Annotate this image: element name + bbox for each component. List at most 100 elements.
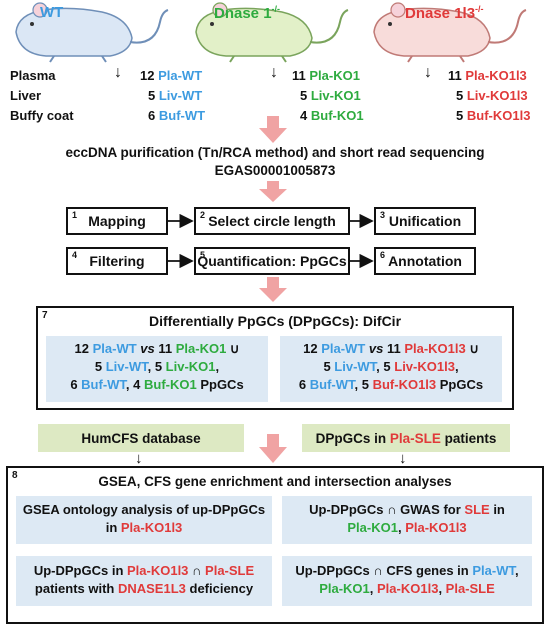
t: , [369,581,378,596]
step-number: 6 [380,250,386,260]
pink-down-arrow-icon [259,277,287,302]
t: Pla-KO1 [347,520,398,535]
step-unification: 3 Unification [374,207,476,235]
section-7-number: 7 [42,310,48,321]
t: , [397,520,406,535]
ko1-liver-count: 5 Liv-KO1 [300,88,361,103]
t: , 5 [354,377,373,392]
ko1-buffy-count: 4 Buf-KO1 [300,108,364,123]
ko1-liver-n: 5 [300,88,308,103]
ko1l3-buffy-name: Buf-KO1l3 [466,108,531,123]
pink-down-arrow-icon [259,434,287,463]
group-title-wt: WT [40,4,64,21]
panel-ko1-line3: 6 Buf-WT, 4 Buf-KO1 PpGCs [46,376,268,394]
wt-buffy-n: 6 [148,108,156,123]
t: , [215,359,220,374]
ko1-mouse-icon [195,2,349,63]
gsea-line1: GSEA ontology analysis of up-DPpGCs [22,502,266,517]
t: Pla-WT [472,563,515,578]
step-connectors [168,213,374,269]
gwas-line1: Up-DPpGCs ∩ GWAS for SLE in [282,501,532,519]
step-label: Quantification: PpGCs [197,253,347,269]
t: Pla-KO1l3 [377,581,439,596]
ko1-buffy-n: 4 [300,108,308,123]
group-title-ko1: Dnase 1-/- [214,4,280,22]
down-arrow-icon: ↓ [114,64,122,81]
step-number: 1 [72,210,78,220]
t: , 4 [125,377,144,392]
tissue-plasma: Plasma [10,68,56,83]
t: Liv-KO1l3 [394,359,455,374]
pink-down-arrow-icon [259,181,287,202]
t: ∪ [465,341,479,356]
section-8-title: GSEA, CFS gene enrichment and intersecti… [98,474,452,489]
step-label: Unification [388,213,462,229]
ko1-liver-name: Liv-KO1 [310,88,361,103]
t: Buf-WT [81,377,126,392]
t: Pla-KO1l3 [404,341,466,356]
section-7-title: Differentially PpGCs (DPpGCs): DifCir [148,313,402,329]
gsea-panel: GSEA ontology analysis of up-DPpGCs in P… [16,496,272,544]
panel-ko1l3-line1: 12 Pla-WT vs 11 Pla-KO1l3 ∪ [280,340,502,358]
t: , [438,581,446,596]
down-arrow-icon: ↓ [135,450,143,467]
t: 6 [298,377,310,392]
t: Pla-KO1l3 [120,520,183,535]
t: 11 [386,341,405,356]
t: Pla-WT [321,341,366,356]
ko1l3-liver-count: 5 Liv-KO1l3 [456,88,528,103]
cfs-line1: Up-DPpGCs ∩ CFS genes in Pla-WT, [282,562,532,580]
ko1-buffy-name: Buf-KO1 [310,108,364,123]
step-number: 3 [380,210,386,220]
ko1l3-mouse-icon [373,2,527,63]
accession-id: EGAS00001005873 [214,163,336,178]
pink-down-arrow-icon [259,116,287,143]
t: vs [136,341,159,356]
step-mapping: 1 Mapping [66,207,168,235]
t: 6 [70,377,82,392]
t: 12 [303,341,322,356]
t: Pla-KO1 [175,341,227,356]
wt-plasma-name: Pla-WT [158,68,203,83]
section-7-box: 7 Differentially PpGCs (DPpGCs): DifCir … [36,306,514,410]
ko1l3-liver-name: Liv-KO1l3 [466,88,528,103]
t: Liv-WT [334,359,377,374]
cfs-line2: Pla-KO1, Pla-KO1l3, Pla-SLE [282,580,532,598]
step-label: Select circle length [208,213,336,229]
step-annotation: 6 Annotation [374,247,476,275]
difcir-panel-ko1: 12 Pla-WT vs 11 Pla-KO1 ∪ 5 Liv-WT, 5 Li… [46,336,268,402]
t: DPpGCs in [315,430,387,446]
t: Up-DPpGCs ∩ GWAS for [309,502,465,517]
step-select-circle-length: 2 Select circle length [194,207,350,235]
t: Buf-KO1 [144,377,197,392]
wt-liver-name: Liv-WT [158,88,203,103]
t: Liv-KO1 [165,359,216,374]
down-arrow-icon: ↓ [424,64,432,81]
t: Buf-KO1l3 [372,377,437,392]
t: DNASE1L3 [117,581,186,596]
ko1l3-plasma-n: 11 [448,68,462,83]
t: , 5 [376,359,395,374]
panel-ko1l3-line3: 6 Buf-WT, 5 Buf-KO1l3 PpGCs [280,376,502,394]
t: deficiency [185,581,254,596]
difcir-panel-ko1l3: 12 Pla-WT vs 11 Pla-KO1l3 ∪ 5 Liv-WT, 5 … [280,336,502,402]
section-8-number: 8 [12,470,18,481]
step-filtering: 4 Filtering [66,247,168,275]
t: patients [444,430,497,446]
t: Liv-WT [105,359,148,374]
wt-mouse-icon [15,2,169,63]
step-number: 5 [200,250,206,260]
ko1l3-plasma-name: Pla-KO1l3 [465,68,527,83]
t: , [514,563,519,578]
ko1l3-plasma-count: 11 Pla-KO1l3 [448,68,527,83]
t: 11 [158,341,176,356]
t: Pla-SLE [445,581,495,596]
section-8-box: 8 GSEA, CFS gene enrichment and intersec… [6,466,544,624]
t: ∪ [226,341,240,356]
dnase1l3-line1: Up-DPpGCs in Pla-KO1l3 ∩ Pla-SLE [16,562,272,580]
t: 5 [94,359,106,374]
t: PpGCs [196,377,244,392]
ko1l3-liver-n: 5 [456,88,464,103]
gsea-line2: in Pla-KO1l3 [16,519,272,537]
wt-buffy-count: 6 Buf-WT [148,108,205,123]
